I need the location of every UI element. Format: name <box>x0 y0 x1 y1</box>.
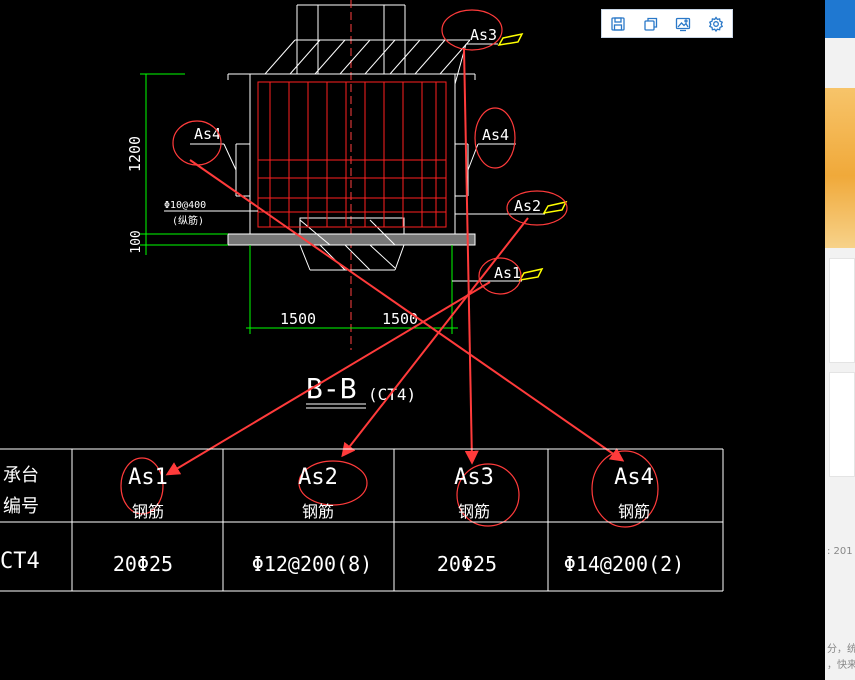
sidebar-card[interactable] <box>829 372 855 477</box>
image-icon <box>676 17 691 31</box>
image-toolbar <box>601 9 733 38</box>
sidebar-snippet-date: : 201 <box>827 546 853 557</box>
height-main-label: 1200 <box>126 136 144 172</box>
table-cell-as3: 20Φ25 <box>437 552 497 576</box>
table-cell-as2: Φ12@200(8) <box>252 552 372 576</box>
table-header-as4-sub: 钢筋 <box>618 502 650 521</box>
table-row-id: CT4 <box>0 549 40 574</box>
rebar-note-line2: (纵筋) <box>172 214 204 227</box>
table-header-as3: As3 <box>454 465 494 490</box>
annotation-arrows <box>165 47 625 476</box>
label-as4-left: As4 <box>194 125 221 143</box>
reinforcement-table <box>0 448 724 592</box>
image-search-button[interactable] <box>667 10 700 37</box>
save-button[interactable] <box>602 10 635 37</box>
label-as4-right: As4 <box>482 126 509 144</box>
copy-icon <box>644 17 657 31</box>
label-leaders <box>190 43 545 282</box>
rebar-cage <box>257 81 447 228</box>
height-cushion-label: 100 <box>129 230 144 253</box>
table-header-as2: As2 <box>298 465 338 490</box>
sidebar-header-bar <box>825 0 855 38</box>
table-header-as1: As1 <box>128 465 168 490</box>
annotation-circles <box>120 9 659 528</box>
table-header-id-line2: 编号 <box>3 496 39 517</box>
table-header-as3-sub: 钢筋 <box>458 502 490 521</box>
sidebar-snippet-line2: ，快来 <box>827 660 855 671</box>
table-header-as1-sub: 钢筋 <box>132 502 164 521</box>
dimension-lines <box>140 73 458 334</box>
table-header-as4: As4 <box>614 465 654 490</box>
label-as2: As2 <box>514 197 541 215</box>
settings-button[interactable] <box>700 10 733 37</box>
page-sidebar: : 201 分，统 ，快来 <box>825 0 855 680</box>
copy-button[interactable] <box>635 10 668 37</box>
save-icon <box>611 16 625 31</box>
sidebar-ad-banner[interactable] <box>825 88 855 248</box>
table-cell-as1: 20Φ25 <box>113 552 173 576</box>
cad-drawing: 1200 100 1500 1500 Φ10@400 (纵筋) B-B (CT4… <box>0 0 724 592</box>
sidebar-card[interactable] <box>829 258 855 363</box>
width-left-label: 1500 <box>280 310 316 328</box>
rebar-note-line1: Φ10@400 <box>164 200 206 211</box>
sidebar-snippet-line1: 分，统 <box>827 644 855 655</box>
label-as1: As1 <box>494 264 521 282</box>
width-right-label: 1500 <box>382 310 418 328</box>
table-cell-as4: Φ14@200(2) <box>564 552 684 576</box>
pile-cap-outline <box>227 39 476 271</box>
settings-icon <box>708 15 723 32</box>
table-header-id-line1: 承台 <box>3 465 39 486</box>
label-as3: As3 <box>470 26 497 44</box>
table-header-as2-sub: 钢筋 <box>302 502 334 521</box>
section-subtitle: (CT4) <box>368 385 416 404</box>
